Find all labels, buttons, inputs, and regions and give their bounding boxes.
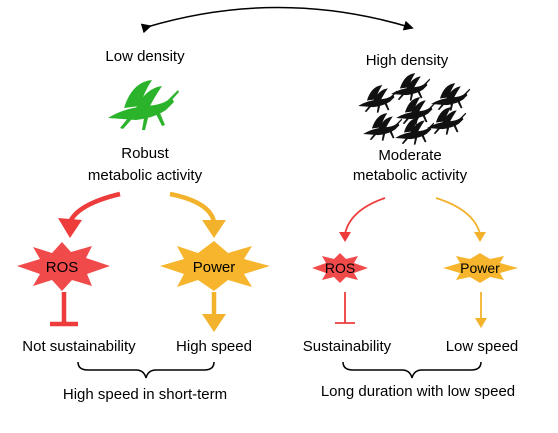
right-ros-star — [312, 253, 368, 283]
right-outcome-power: Low speed — [446, 338, 519, 355]
black-locust-swarm-icon — [358, 73, 471, 145]
left-activity-line2: metabolic activity — [88, 167, 203, 184]
high-density-label: High density — [366, 52, 449, 69]
left-activity-line1: Robust — [121, 145, 169, 162]
green-locust-icon — [108, 80, 179, 130]
left-outcome-power: High speed — [176, 338, 252, 355]
right-summary: Long duration with low speed — [321, 383, 515, 400]
right-power-star — [443, 253, 518, 283]
low-density-label: Low density — [105, 48, 185, 65]
left-summary: High speed in short-term — [63, 386, 227, 403]
right-power-arrow — [435, 197, 481, 235]
left-outcome-ros: Not sustainability — [22, 338, 136, 355]
right-brace — [342, 361, 482, 379]
left-ros-arrow — [67, 191, 121, 224]
left-ros-label: ROS — [46, 259, 79, 276]
left-ros-star — [17, 242, 110, 291]
density-link-arrow — [140, 6, 414, 34]
right-outcome-ros: Sustainability — [303, 338, 392, 355]
left-power-label: Power — [193, 259, 236, 276]
right-ros-label: ROS — [325, 260, 355, 276]
right-power-label: Power — [460, 260, 500, 276]
right-ros-arrow — [344, 197, 386, 235]
left-power-arrow — [169, 191, 217, 223]
left-power-star — [160, 241, 270, 291]
right-activity-line1: Moderate — [378, 147, 441, 164]
right-activity-line2: metabolic activity — [353, 167, 468, 184]
left-brace — [77, 361, 215, 379]
